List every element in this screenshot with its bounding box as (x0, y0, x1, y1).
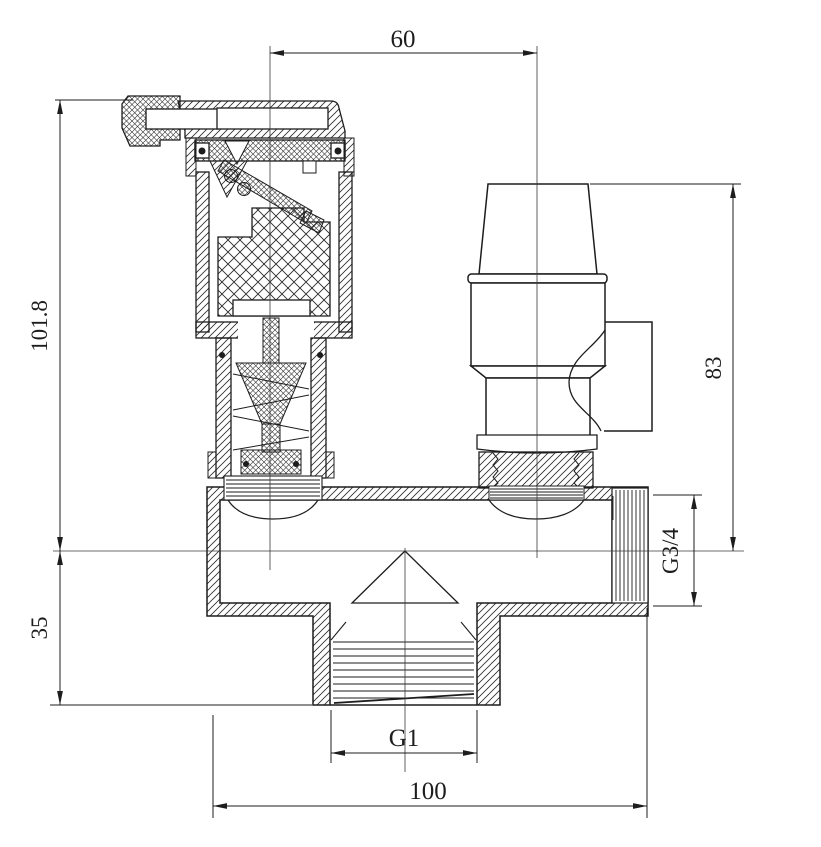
spring (232, 373, 310, 451)
dim-vent-height-label: 101.8 (27, 300, 52, 352)
vent-nozzle-barrel (145, 108, 219, 130)
centerlines (53, 46, 744, 772)
bottom-port-thread (330, 621, 477, 704)
float-slot (232, 299, 311, 317)
safety-relief-valve (467, 183, 653, 501)
o-ring-left (198, 147, 206, 155)
neck-wall-right (310, 337, 327, 479)
lever-pivot (224, 169, 238, 183)
dim-vent-height: 101.8 (27, 99, 133, 551)
relief-taper (468, 365, 608, 379)
relief-seat-dome (488, 499, 585, 520)
o-ring-right (334, 147, 342, 155)
relief-outlet-transition (568, 329, 606, 432)
dim-overall-width: 100 (212, 608, 648, 818)
dimensions: 60 101.8 35 83 G3/4 G1 (27, 26, 741, 818)
dim-top-width-label: 60 (391, 26, 416, 53)
vent-cap-label (216, 107, 329, 130)
chamber-wall-right (338, 171, 353, 333)
relief-connection-thread (488, 485, 585, 501)
vent-clip-tab (302, 160, 317, 174)
relief-nut (478, 451, 594, 489)
lever-hook (299, 210, 325, 234)
vent-seat-dome (227, 499, 319, 520)
poppet-disc (240, 449, 302, 475)
poppet-cone (235, 362, 307, 425)
dim-top-width: 60 (270, 26, 537, 56)
vent-connection-thread (223, 475, 323, 501)
relief-neck (485, 377, 591, 438)
chamber-wall-left (195, 171, 210, 333)
vent-seat-cone (224, 140, 250, 166)
main-body (206, 486, 649, 706)
dim-overall-width-label: 100 (409, 778, 447, 805)
dim-side-thread-label: G3/4 (658, 528, 683, 575)
dim-bottom-thread-label: G1 (389, 725, 420, 752)
dim-lower-height: 35 (27, 551, 312, 706)
dim-lower-height-label: 35 (27, 617, 52, 640)
relief-bonnet (470, 282, 606, 367)
air-vent-valve (121, 95, 355, 501)
relief-cap (478, 183, 598, 275)
lever-pivot-2 (237, 182, 251, 196)
dim-side-thread: G3/4 (653, 494, 702, 607)
dim-relief-height-label: 83 (701, 357, 726, 380)
dim-relief-height: 83 (590, 183, 741, 551)
poppet-stem (262, 317, 280, 364)
relief-cap-ring (467, 273, 608, 284)
relief-outlet (604, 321, 653, 432)
neck-wall-left (215, 337, 232, 479)
dim-bottom-thread: G1 (330, 710, 478, 763)
side-outlet-thread (611, 487, 649, 604)
